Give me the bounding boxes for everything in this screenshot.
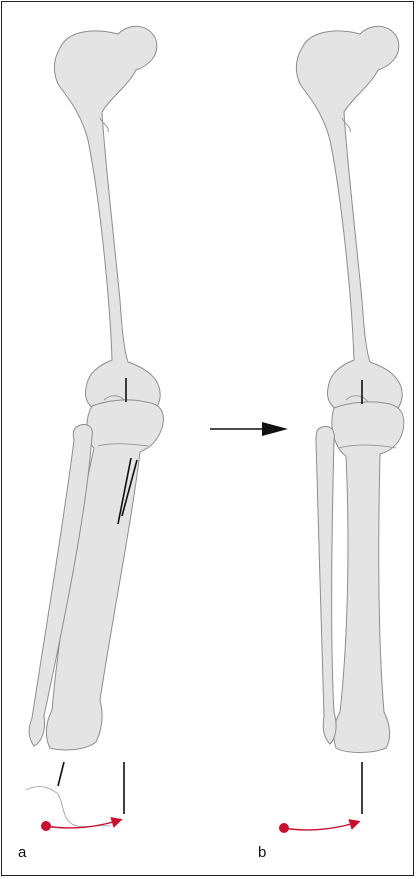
foot-outline-a: [26, 787, 110, 827]
panel-label-b: b: [258, 844, 266, 861]
panel-a: [26, 26, 163, 831]
deviation-line-a: [58, 762, 64, 786]
tibia-b: [332, 402, 404, 753]
femur-a: [54, 26, 160, 418]
femur-b: [296, 26, 402, 418]
red-curved-arrow-icon-b: [284, 822, 358, 830]
panel-label-a: a: [18, 844, 26, 861]
red-curved-arrow-icon: [46, 820, 120, 828]
panel-b: [279, 26, 404, 833]
right-arrow-icon: [210, 422, 288, 436]
fibula-b: [316, 427, 336, 745]
